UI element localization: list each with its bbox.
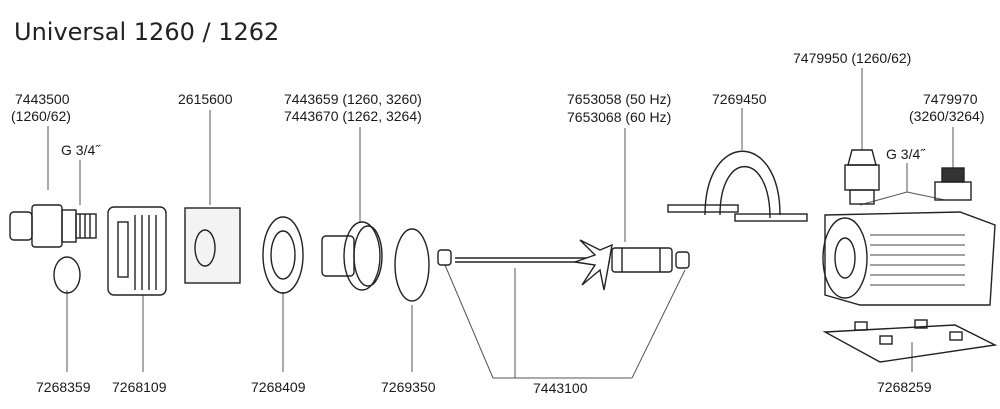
label-7479970-note: (3260/3264) bbox=[909, 108, 985, 124]
label-7268409: 7268409 bbox=[251, 379, 306, 395]
outlet-nozzle-part bbox=[844, 149, 880, 205]
impeller-part bbox=[574, 239, 673, 291]
label-7653068: 7653068 (60 Hz) bbox=[567, 109, 672, 125]
shaft-bearings-part bbox=[437, 249, 690, 269]
mounting-bracket-part bbox=[667, 150, 808, 222]
hose-nozzle-part bbox=[9, 204, 97, 248]
leader-lines bbox=[47, 68, 954, 379]
motor-block-part bbox=[822, 211, 996, 306]
label-7479970: 7479970 bbox=[923, 91, 978, 107]
label-7268109: 7268109 bbox=[112, 379, 167, 395]
label-7479950: 7479950 (1260/62) bbox=[793, 50, 912, 66]
label-7269450: 7269450 bbox=[712, 91, 767, 107]
label-g34-right: G 3/4˝ bbox=[886, 146, 925, 162]
label-7443100: 7443100 bbox=[533, 380, 588, 396]
label-7443500: 7443500 bbox=[15, 91, 70, 107]
impeller-cover-part bbox=[262, 216, 304, 294]
cap-part bbox=[53, 256, 81, 294]
base-plate-part bbox=[822, 319, 998, 363]
label-7269350: 7269350 bbox=[381, 379, 436, 395]
label-2615600: 2615600 bbox=[178, 91, 233, 107]
label-7653058: 7653058 (50 Hz) bbox=[567, 91, 672, 107]
label-7443670: 7443670 (1262, 3264) bbox=[284, 108, 422, 124]
prefilter-housing-part bbox=[107, 206, 167, 296]
label-7268259: 7268259 bbox=[877, 379, 932, 395]
outlet-nozzle-3260-part bbox=[934, 167, 972, 201]
filter-sponge-part bbox=[184, 207, 241, 284]
o-ring-part bbox=[394, 228, 430, 302]
label-7443659: 7443659 (1260, 3260) bbox=[284, 91, 422, 107]
diagram-title: Universal 1260 / 1262 bbox=[14, 18, 280, 46]
label-g34-left: G 3/4˝ bbox=[61, 142, 100, 158]
label-7268359: 7268359 bbox=[36, 379, 91, 395]
pump-chamber-cover-part bbox=[321, 221, 383, 291]
label-7443500-note: (1260/62) bbox=[11, 108, 71, 124]
